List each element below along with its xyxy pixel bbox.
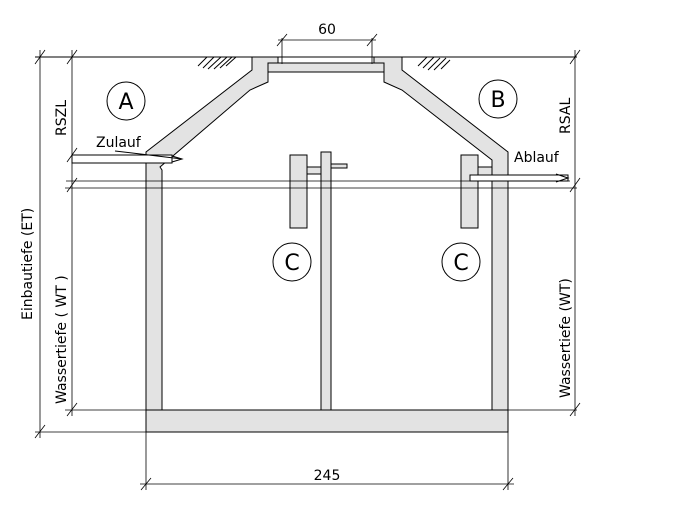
wt-left-label: Wassertiefe ( WT ) [54, 275, 70, 404]
dim-top-value: 60 [318, 22, 336, 38]
rsal-label: RSAL [558, 98, 574, 134]
zone-c-right-circle [441, 242, 481, 282]
dim-bottom-value: 245 [314, 468, 341, 484]
zone-b-circle [478, 79, 518, 119]
wt-right-label: Wassertiefe (WT) [558, 278, 574, 398]
zone-b-label: B [490, 88, 505, 113]
baffle-left-stub [306, 166, 322, 175]
inlet-arrow-icon [171, 155, 184, 163]
tank-wall-left-cone [145, 56, 279, 411]
zone-c-left-label: C [284, 251, 299, 276]
outlet-label: Ablauf [514, 150, 560, 166]
shaft-ring [267, 62, 385, 73]
bottom-slab [145, 409, 509, 433]
baffle-left [289, 154, 308, 229]
outlet-pipe [469, 174, 569, 182]
inlet-pointer [114, 150, 183, 160]
zone-c-left-circle [272, 242, 312, 282]
rszl-label: RSZL [54, 100, 70, 136]
zone-a-circle [106, 81, 146, 121]
partition-wall [320, 151, 332, 411]
ground-hatch-right [417, 56, 451, 71]
et-label: Einbautiefe (ET) [20, 208, 36, 320]
zone-c-right-label: C [453, 251, 468, 276]
ground-hatch-left [197, 56, 237, 70]
zone-a-label: A [118, 90, 133, 115]
inlet-label: Zulauf [96, 135, 142, 151]
baffle-right [460, 154, 479, 229]
partition-stub [330, 163, 348, 169]
